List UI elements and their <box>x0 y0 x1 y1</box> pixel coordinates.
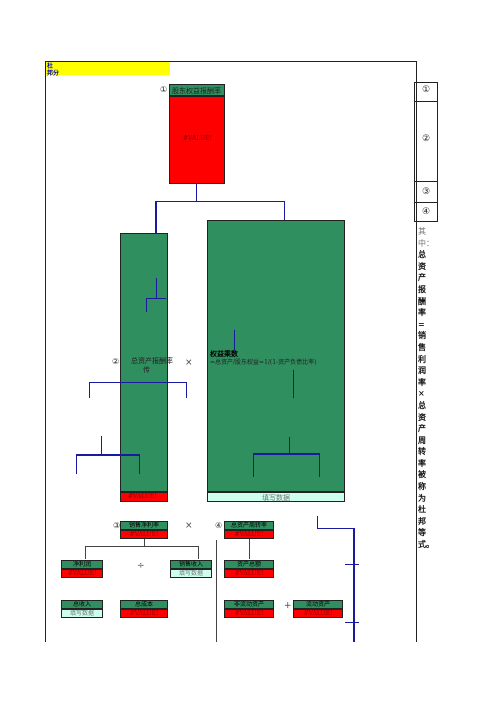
roe-title-cell: 股东权益报酬率 <box>169 84 225 96</box>
margin-marker: ③ <box>113 521 121 530</box>
times-operator-1: × <box>185 358 193 368</box>
side-label-1: ① <box>421 85 431 95</box>
current-value: #VALUE! <box>293 609 343 618</box>
roe-value-cell: #VALUE! <box>169 96 225 184</box>
margin-value: #VALUE! <box>120 530 168 539</box>
current-title: 流动资产 <box>293 600 343 609</box>
multiplier-formula: =总资产/股东权益=1/(1-资产负债比率) <box>210 359 317 366</box>
multiplier-column: 权益乘数 =总资产/股东权益=1/(1-资产负债比率) <box>207 220 345 492</box>
margin-title: 销售净利率 <box>120 521 168 530</box>
roe-title: 股东权益报酬率 <box>172 87 221 95</box>
side-label-2: ② <box>421 134 431 144</box>
net-profit-title: 净利润 <box>61 560 103 569</box>
noncurrent-value: #VALUE! <box>224 609 274 618</box>
total-cost-value: #VALUE! <box>120 609 168 618</box>
total-cost-title: 总成本 <box>120 600 168 609</box>
roa-marker: ② <box>112 357 120 366</box>
total-revenue-value[interactable]: 填写数据 <box>61 609 103 618</box>
note-body: 总资产报酬率=销售利润率×总资产周转率被称为杜邦等式。 <box>418 249 434 550</box>
total-assets-value: #VALUE! <box>224 569 274 578</box>
divide-operator: ÷ <box>137 561 145 571</box>
roa-value-cell: #VALUE! <box>120 492 168 502</box>
roa-column: 总资产报酬率 传 <box>120 233 173 492</box>
roe-marker: ① <box>160 85 168 94</box>
total-revenue-title: 总收入 <box>61 600 103 609</box>
sheet-frame <box>45 61 417 642</box>
noncurrent-title: 非流动资产 <box>224 600 274 609</box>
side-label-3: ③ <box>421 187 431 197</box>
multiplier-value: 填写数据 <box>262 494 290 502</box>
net-profit-value: #VALUE! <box>61 569 103 578</box>
multiplier-value-cell[interactable]: 填写数据 <box>207 492 345 502</box>
turnover-value: #VALUE! <box>224 530 274 539</box>
sales-title: 销售收入 <box>170 560 212 569</box>
times-operator-2: × <box>185 521 193 531</box>
side-label-4: ④ <box>421 207 431 217</box>
turnover-marker: ④ <box>215 521 223 530</box>
dupont-equation-note: 其中：总资产报酬率=销售利润率×总资产周转率被称为杜邦等式。 <box>418 226 434 551</box>
roa-value: #VALUE! <box>128 493 157 500</box>
header-highlight <box>46 62 170 75</box>
plus-operator: + <box>284 601 292 611</box>
roe-value: #VALUE! <box>183 135 212 142</box>
sales-value[interactable]: 填写数据 <box>170 569 212 578</box>
turnover-title: 总资产周转率 <box>224 521 274 530</box>
side-notes-box: ① ② ③ ④ <box>414 82 438 222</box>
note-prefix: 其中： <box>418 227 434 248</box>
total-assets-title: 资产总额 <box>224 560 274 569</box>
header-title-line1: 杜 <box>47 63 54 70</box>
multiplier-title: 权益乘数 <box>210 349 238 358</box>
roa-title: 总资产报酬率 <box>131 357 173 365</box>
header-title-line2: 邦分 <box>47 70 60 77</box>
